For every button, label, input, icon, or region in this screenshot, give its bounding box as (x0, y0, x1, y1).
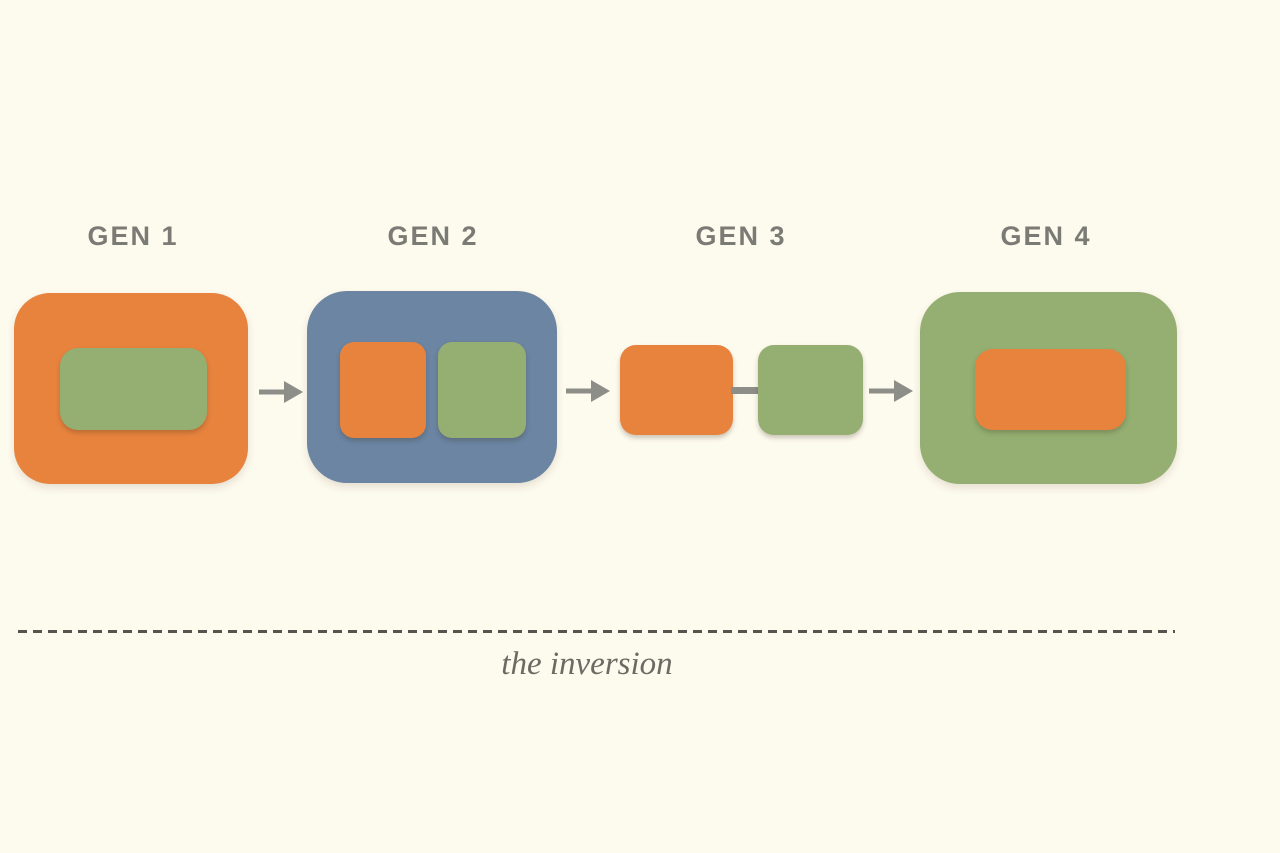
gen-3-green-block (758, 345, 863, 435)
gen-2-green-block (438, 342, 526, 438)
arrow-right-icon (868, 376, 914, 406)
diagram-caption: the inversion (501, 646, 673, 682)
gen-3-label: GEN 3 (695, 221, 787, 251)
gen-1-orange-container (14, 293, 248, 484)
arrow-right-icon (258, 377, 304, 407)
gen-1-label: GEN 1 (87, 221, 179, 251)
gen-4-green-container (920, 292, 1177, 484)
dashed-divider-line (18, 630, 1175, 633)
gen-4-label: GEN 4 (1000, 221, 1092, 251)
gen-4-orange-block (975, 349, 1126, 430)
arrow-right-icon (565, 376, 611, 406)
gen-2-orange-block (340, 342, 426, 438)
gen-3-orange-block (620, 345, 733, 435)
gen-3-connector-line (731, 387, 760, 394)
gen-1-green-block (60, 348, 207, 430)
gen-2-blue-container (307, 291, 557, 483)
gen-2-label: GEN 2 (387, 221, 479, 251)
